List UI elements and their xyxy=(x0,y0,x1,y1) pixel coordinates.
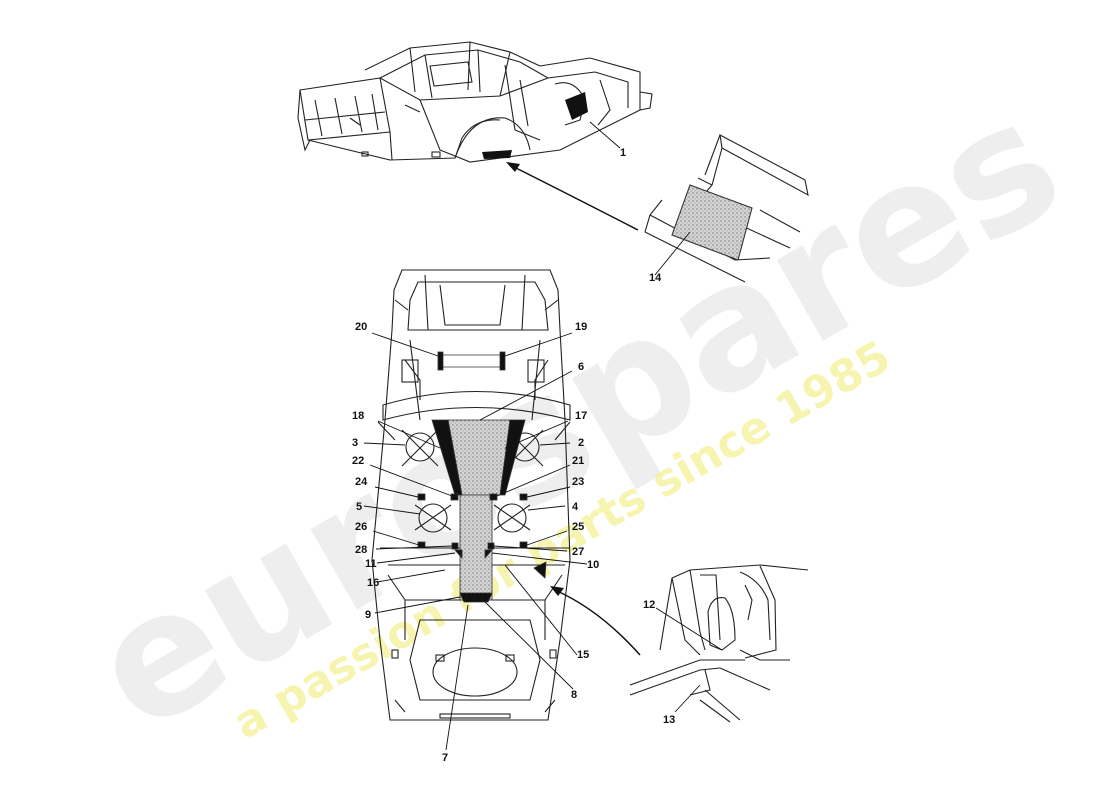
callout-20: 20 xyxy=(355,321,367,333)
callout-7: 7 xyxy=(442,752,448,764)
callout-2: 2 xyxy=(578,437,584,449)
pad-10 xyxy=(484,549,493,560)
detail-view-14 xyxy=(644,134,809,283)
sill-insulation-panel xyxy=(671,184,753,261)
patch-rear-arch xyxy=(565,92,588,120)
callout-26: 26 xyxy=(355,521,367,533)
callout-6: 6 xyxy=(578,361,584,373)
pad-21 xyxy=(489,493,498,501)
panel-left-wedge xyxy=(431,419,463,496)
callout-16: 16 xyxy=(367,577,379,589)
callout-8: 8 xyxy=(571,689,577,701)
detail-12-arrow xyxy=(554,589,641,656)
callout-22: 22 xyxy=(352,455,364,467)
callout-9: 9 xyxy=(365,609,371,621)
callout-3: 3 xyxy=(352,437,358,449)
pad-22 xyxy=(450,493,459,501)
leader-lines xyxy=(363,121,723,751)
pad-27 xyxy=(487,542,495,550)
pad-23 xyxy=(519,493,528,501)
patch-front-arch xyxy=(482,150,512,159)
insulation-panels xyxy=(417,351,547,603)
callout-11: 11 xyxy=(365,558,377,570)
shell-dark-patches xyxy=(482,92,588,159)
callout-10: 10 xyxy=(587,559,599,571)
detail-12-arrowhead xyxy=(550,586,564,596)
tunnel-end-pad xyxy=(459,592,493,603)
callout-4: 4 xyxy=(572,501,579,513)
pad-11 xyxy=(454,549,463,560)
pad-24 xyxy=(417,493,426,501)
body-shell-3quarter-view xyxy=(297,41,653,163)
callout-1: 1 xyxy=(620,147,626,159)
callout-28: 28 xyxy=(355,544,367,556)
detail-14-arrowhead xyxy=(506,162,520,172)
callout-labels: 1 14 20 19 6 18 17 3 2 22 21 24 23 5 4 2… xyxy=(352,147,675,764)
callout-12: 12 xyxy=(643,599,655,611)
callout-25: 25 xyxy=(572,521,584,533)
panel-19 xyxy=(499,351,506,371)
pad-28 xyxy=(451,542,459,550)
chassis-plan-view xyxy=(371,269,571,721)
detail-view-12-13 xyxy=(629,564,809,723)
detail-14-arrow xyxy=(509,164,639,231)
pad-arrow-base xyxy=(533,561,547,579)
callout-19: 19 xyxy=(575,321,587,333)
callout-17: 17 xyxy=(575,410,587,422)
callout-5: 5 xyxy=(356,501,362,513)
callout-15: 15 xyxy=(577,649,589,661)
callout-13: 13 xyxy=(663,714,675,726)
callout-14: 14 xyxy=(649,272,662,284)
callout-21: 21 xyxy=(572,455,584,467)
callout-18: 18 xyxy=(352,410,364,422)
callout-27: 27 xyxy=(572,546,584,558)
pad-25 xyxy=(519,541,528,549)
panel-20 xyxy=(437,351,444,371)
tunnel-panel-7 xyxy=(459,494,493,601)
panel-right-wedge xyxy=(499,419,526,496)
callout-23: 23 xyxy=(572,476,584,488)
callout-24: 24 xyxy=(355,476,368,488)
